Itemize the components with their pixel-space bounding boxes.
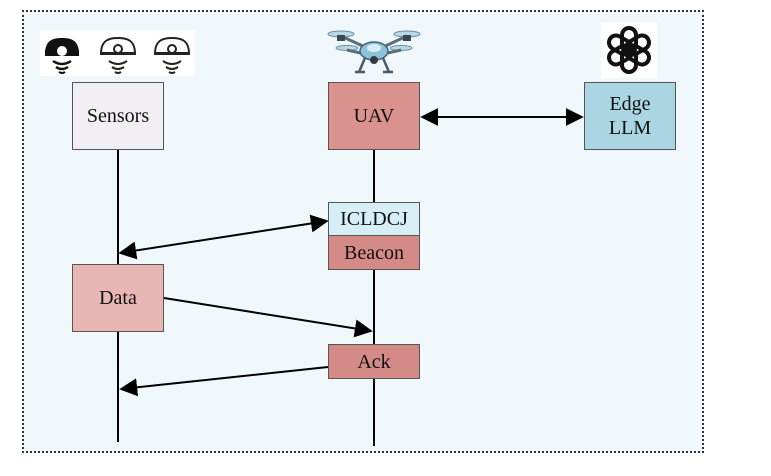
- data-label: Data: [99, 287, 137, 309]
- icldcj-label: ICLDCJ: [340, 208, 408, 230]
- uav-node: UAV: [328, 82, 420, 150]
- ack-node: Ack: [328, 344, 420, 379]
- openai-logo-icon: [601, 22, 657, 78]
- sensors-node: Sensors: [72, 82, 164, 150]
- edge-llm-node: Edge LLM: [584, 82, 676, 150]
- sensor-icons: [45, 36, 191, 74]
- sensor-icon-dark: [45, 38, 79, 74]
- llm-logo-graphic: [607, 26, 651, 74]
- sensors-icon-group: [40, 30, 195, 76]
- icldcj-node: ICLDCJ: [328, 202, 420, 236]
- ack-label: Ack: [357, 350, 391, 373]
- beacon-node: Beacon: [328, 235, 420, 270]
- edge-llm-label-line1: Edge: [609, 93, 651, 115]
- ack-to-sensors-arrow: [119, 366, 329, 397]
- data-node: Data: [72, 264, 164, 332]
- edge-llm-label-line2: LLM: [608, 117, 652, 139]
- uav-label: UAV: [353, 105, 395, 127]
- icldcj-sensors-arrow: [118, 214, 329, 260]
- sensor-icon: [99, 36, 137, 74]
- beacon-label: Beacon: [344, 241, 404, 264]
- sensors-label: Sensors: [86, 105, 150, 127]
- drone-graphic: [327, 30, 421, 74]
- drone-icon: [327, 24, 421, 76]
- sensor-icon: [153, 36, 191, 74]
- data-to-uav-arrow: [163, 297, 373, 338]
